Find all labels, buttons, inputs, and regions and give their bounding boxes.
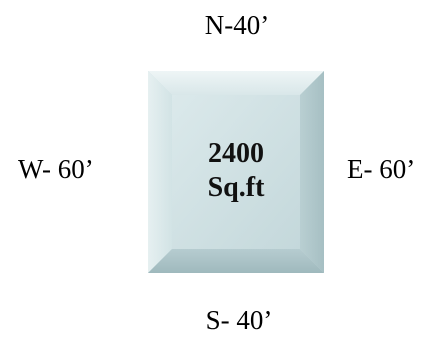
- plot-bevel-top: [148, 71, 324, 95]
- area-unit: Sq.ft: [207, 172, 265, 203]
- west-dimension-label: W- 60’: [18, 154, 94, 184]
- plot-bevel-left: [148, 71, 172, 273]
- plot-face: [172, 95, 300, 249]
- plot-bevel-bottom: [148, 249, 324, 273]
- plot-bevel-shape: [148, 71, 324, 273]
- plot-box: 2400 Sq.ft: [148, 71, 324, 273]
- plot-bevel-right: [300, 71, 324, 273]
- area-value: 2400: [208, 138, 264, 169]
- north-dimension-label: N-40’: [204, 10, 270, 40]
- south-dimension-label: S- 40’: [205, 305, 273, 335]
- east-dimension-label: E- 60’: [347, 154, 416, 184]
- plot-area-text: 2400 Sq.ft: [148, 137, 324, 205]
